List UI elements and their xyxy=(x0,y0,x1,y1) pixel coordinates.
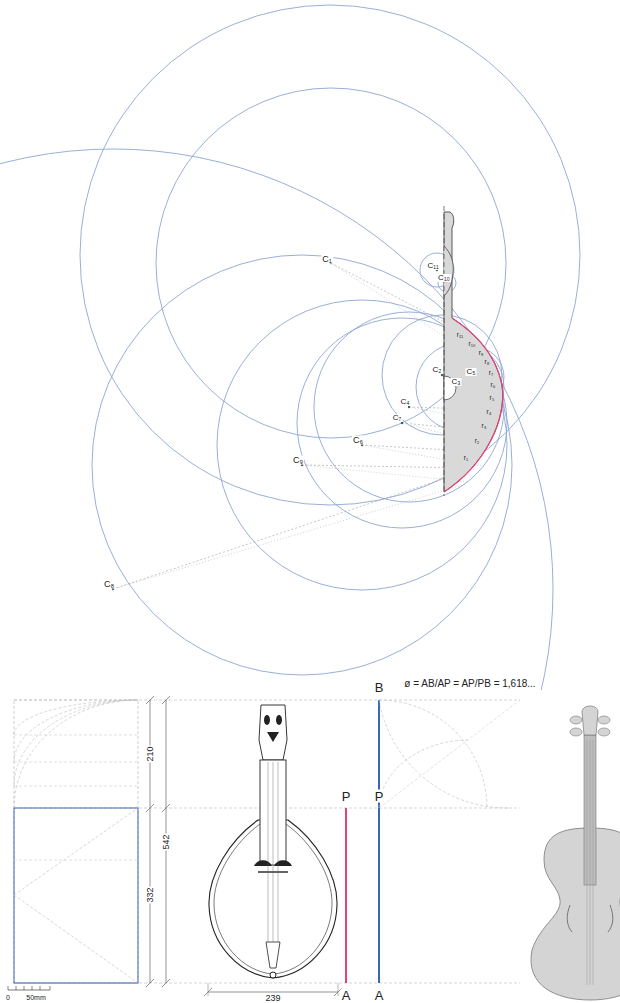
radius-label: r₁₀ xyxy=(467,341,476,348)
centre-point xyxy=(441,374,443,376)
dimension-value: 210 xyxy=(146,745,155,762)
scale-bar xyxy=(8,986,50,990)
centre-point xyxy=(401,422,403,424)
instrument-front-view xyxy=(209,705,337,978)
scale-tick xyxy=(16,986,17,990)
guide-line xyxy=(14,860,138,861)
dimension-tick xyxy=(162,979,170,987)
radius-label: r₁ xyxy=(463,455,469,462)
dimension-line xyxy=(208,983,209,996)
point-label: P xyxy=(341,790,352,803)
golden-ratio-formula: ø = AB/AP = AP/PB = 1,618... xyxy=(403,679,536,689)
radius-line xyxy=(113,470,470,589)
centre-label: C₄ xyxy=(399,398,410,406)
scale-line xyxy=(8,990,50,991)
radius-label: r₃ xyxy=(481,423,488,430)
radius-label: r₅ xyxy=(489,395,496,402)
construction-circle xyxy=(80,5,580,505)
centre-label: C₆ xyxy=(352,436,364,445)
radius-label: r₆ xyxy=(490,382,497,389)
centre-label: C₃ xyxy=(450,378,461,386)
radius-line xyxy=(331,263,459,346)
centre-label: C₁ xyxy=(321,255,333,264)
centre-label: C₅ xyxy=(466,368,477,376)
scale-tick xyxy=(24,986,25,990)
radius-label: r₉ xyxy=(478,350,485,357)
string xyxy=(587,740,588,985)
dimension-line xyxy=(338,983,339,996)
scale-value: 0 xyxy=(5,994,11,1001)
radius-line xyxy=(113,484,466,589)
centre-point xyxy=(408,406,410,408)
string xyxy=(278,762,279,942)
centre-label: C₈ xyxy=(103,580,115,589)
violin-drawing xyxy=(531,706,620,1000)
scale-tick xyxy=(8,986,9,990)
centre-label: C₉ xyxy=(292,456,304,465)
golden-segment xyxy=(378,700,380,983)
point-label: A xyxy=(341,989,352,1002)
scale-tick xyxy=(40,986,41,990)
string xyxy=(593,740,594,985)
circle-construction xyxy=(0,5,580,690)
dimension-tick xyxy=(162,696,170,704)
radius-label: r₁₁ xyxy=(456,332,465,339)
scale-tick xyxy=(32,986,33,990)
guide-line xyxy=(379,700,520,808)
point-label: B xyxy=(374,681,385,694)
centre-label: C₁₀ xyxy=(437,274,451,282)
guide-line xyxy=(14,895,138,983)
radius-label: r₈ xyxy=(484,359,491,366)
string xyxy=(268,762,269,942)
radius-label: r₄ xyxy=(486,409,493,416)
scale-value: 50mm xyxy=(25,994,46,1001)
radius-line xyxy=(331,263,463,332)
radius-label: r₇ xyxy=(488,370,494,377)
dimension-tick xyxy=(146,804,154,812)
centre-label: C₁₁ xyxy=(426,262,439,270)
centre-label: C₇ xyxy=(392,414,403,422)
point-label: A xyxy=(374,989,385,1002)
dimension-tick xyxy=(162,804,170,812)
dimension-tick xyxy=(204,988,212,996)
point-label: P xyxy=(374,790,385,803)
guide-line xyxy=(14,786,138,787)
dimension-value: 542 xyxy=(162,833,171,850)
guide-line xyxy=(14,762,138,763)
dimension-tick xyxy=(146,696,154,704)
string xyxy=(590,740,591,985)
centre-label: C₂ xyxy=(432,366,443,374)
construction-circle xyxy=(156,88,506,438)
golden-segment xyxy=(345,808,347,983)
dimension-line xyxy=(150,700,151,983)
guide-line xyxy=(14,808,138,895)
scale-tick xyxy=(50,986,51,990)
golden-ratio-panel xyxy=(8,696,620,1000)
string xyxy=(273,762,274,942)
dimension-value: 239 xyxy=(264,994,281,1003)
dimension-value: 332 xyxy=(146,886,155,903)
instrument-half xyxy=(444,206,503,496)
dimension-line xyxy=(208,992,338,993)
radius-label: r₂ xyxy=(474,438,481,445)
guide-line xyxy=(14,735,138,736)
construction-circle xyxy=(0,149,553,690)
dimension-tick xyxy=(146,979,154,987)
